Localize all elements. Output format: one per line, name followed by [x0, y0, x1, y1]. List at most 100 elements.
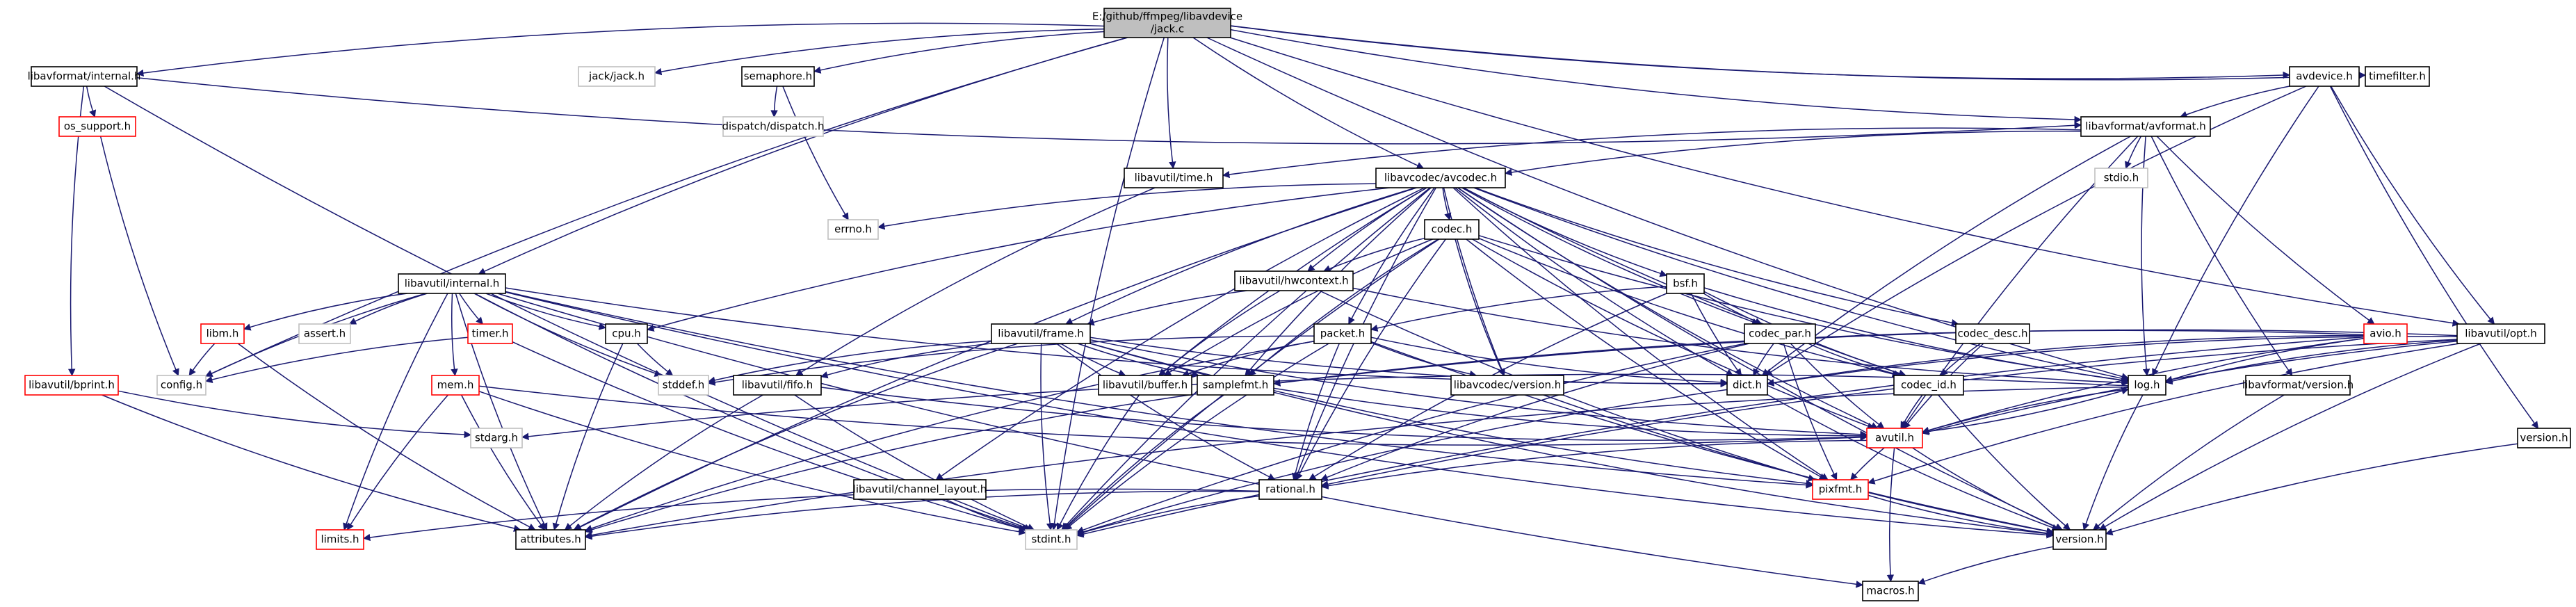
- edge-rational-to-stdint: [1076, 495, 1260, 536]
- node-rational[interactable]: rational.h: [1258, 479, 1322, 500]
- node-codec[interactable]: codec.h: [1424, 219, 1480, 240]
- edge-log-to-avutil: [1921, 388, 2129, 434]
- edge-mem-to-attributes: [460, 394, 546, 531]
- node-label: libavcodec/version.h: [1454, 379, 1562, 391]
- edge-avcodec-to-errno: [877, 183, 1377, 230]
- node-label: cpu.h: [612, 327, 641, 340]
- node-label: libavutil/time.h: [1135, 172, 1213, 184]
- node-label: stdarg.h: [475, 432, 518, 444]
- node-box: [1124, 168, 1224, 188]
- node-lavu-internal[interactable]: libavutil/internal.h: [398, 273, 506, 294]
- node-timefilter[interactable]: timefilter.h: [2365, 66, 2430, 87]
- node-os-support[interactable]: os_support.h: [58, 116, 136, 137]
- edge-root-to-time: [1167, 37, 1176, 170]
- node-log[interactable]: log.h: [2128, 375, 2166, 396]
- edge-avdevice-to-dict: [1765, 86, 2307, 376]
- edge-lavu_internal-to-pixfmt: [505, 291, 1814, 489]
- edge-codec_desc-to-codec_id: [1940, 343, 1982, 376]
- node-version[interactable]: version.h: [2052, 529, 2107, 550]
- edge-avcodec-to-codec_desc: [1475, 187, 1959, 327]
- node-avio[interactable]: avio.h: [2363, 323, 2408, 344]
- node-box: [1866, 428, 1923, 448]
- node-time[interactable]: libavutil/time.h: [1124, 168, 1224, 188]
- node-box: [722, 116, 824, 137]
- edge-samplefmt-to-attributes: [584, 393, 1198, 533]
- node-assert: assert.h: [298, 323, 351, 344]
- node-mem[interactable]: mem.h: [431, 375, 480, 396]
- node-pixfmt[interactable]: pixfmt.h: [1812, 479, 1869, 500]
- node-hwcontext[interactable]: libavutil/hwcontext.h: [1234, 270, 1354, 291]
- node-samplefmt[interactable]: samplefmt.h: [1197, 375, 1274, 396]
- node-fifo[interactable]: libavutil/fifo.h: [733, 375, 822, 396]
- node-bsf[interactable]: bsf.h: [1666, 273, 1705, 294]
- node-macros[interactable]: macros.h: [1862, 581, 1919, 601]
- node-avutil[interactable]: avutil.h: [1866, 428, 1923, 448]
- edge-frame-to-dict: [1089, 337, 1728, 388]
- node-codec-desc[interactable]: codec_desc.h: [1955, 323, 2030, 344]
- node-label: jack/jack.h: [588, 70, 645, 83]
- edge-avutil-to-rational: [1320, 439, 1868, 489]
- edge-avcodec-to-codec: [1442, 187, 1452, 221]
- edge-root-to-avformat: [1230, 29, 2082, 124]
- node-box: [1812, 479, 1869, 500]
- edge-frame-to-samplefmt: [1077, 343, 1200, 378]
- edge-lavu_internal-to-attributes: [455, 293, 548, 531]
- node-root[interactable]: E:/github/ffmpeg/libavdevice/jack.c: [1092, 8, 1242, 38]
- edge-bsf-to-dict: [1690, 293, 1742, 376]
- edge-hwcontext-to-log: [1352, 287, 2130, 387]
- node-attributes[interactable]: attributes.h: [515, 529, 586, 550]
- node-label: version.h: [2055, 533, 2103, 546]
- node-libm[interactable]: libm.h: [200, 323, 245, 344]
- edge-channel_layout-to-stdint: [945, 499, 1027, 532]
- node-lavc-version[interactable]: libavcodec/version.h: [1450, 375, 1564, 396]
- edge-packet-to-stdint: [1064, 343, 1329, 531]
- edge-dev_version-to-version: [2105, 443, 2518, 535]
- node-cpu[interactable]: cpu.h: [605, 323, 648, 344]
- node-limits[interactable]: limits.h: [316, 529, 364, 550]
- node-box: [200, 323, 245, 344]
- node-avcodec[interactable]: libavcodec/avcodec.h: [1375, 168, 1506, 188]
- node-codec-id[interactable]: codec_id.h: [1893, 375, 1964, 396]
- edge-avcodec-to-codec_par: [1461, 187, 1760, 325]
- edge-cpu-to-stddef: [636, 343, 674, 376]
- edge-avdevice-to-log: [2152, 86, 2319, 376]
- edge-codec-to-buffer: [1163, 238, 1433, 376]
- node-dev-version[interactable]: version.h: [2517, 428, 2571, 448]
- edge-packet-to-stddef: [707, 335, 1315, 386]
- edge-fifo-to-stdint: [794, 394, 1035, 531]
- node-packet[interactable]: packet.h: [1313, 323, 1372, 344]
- node-label: libavformat/avformat.h: [2085, 120, 2205, 133]
- node-label: avdevice.h: [2296, 70, 2353, 83]
- node-semaphore[interactable]: semaphore.h: [741, 66, 815, 87]
- edge-semaphore-to-errno: [782, 86, 849, 220]
- node-avdevice[interactable]: avdevice.h: [2289, 66, 2360, 87]
- node-timer[interactable]: timer.h: [467, 323, 513, 344]
- node-label: libavutil/internal.h: [405, 277, 500, 290]
- node-label: timefilter.h: [2369, 70, 2426, 83]
- node-label: E:/github/ffmpeg/libavdevice: [1092, 10, 1242, 23]
- node-channel-layout[interactable]: libavutil/channel_layout.h: [853, 479, 987, 500]
- edge-avutil-to-version: [1912, 447, 2063, 531]
- node-label: libavutil/opt.h: [2465, 327, 2537, 340]
- node-frame[interactable]: libavutil/frame.h: [991, 323, 1091, 344]
- node-opt[interactable]: libavutil/opt.h: [2456, 323, 2545, 344]
- node-label: libavcodec/avcodec.h: [1384, 172, 1497, 184]
- edge-fifo-to-avutil: [820, 387, 1868, 441]
- edge-lavu_internal-to-mem: [451, 293, 458, 377]
- node-jack: jack/jack.h: [578, 66, 656, 87]
- node-box: [578, 66, 656, 87]
- node-lavf-version[interactable]: libavformat/version.h: [2242, 375, 2354, 396]
- node-dict[interactable]: dict.h: [1726, 375, 1768, 396]
- node-box: [2245, 375, 2351, 396]
- edge-lavu_internal-to-limits: [343, 293, 448, 531]
- node-buffer[interactable]: libavutil/buffer.h: [1098, 375, 1192, 396]
- edge-root-to-avdevice: [1230, 25, 2291, 79]
- node-avformat[interactable]: libavformat/avformat.h: [2080, 116, 2211, 137]
- node-lavf-internal[interactable]: libavformat/internal.h: [28, 66, 141, 87]
- node-box: [1025, 529, 1078, 550]
- node-codec-par[interactable]: codec_par.h: [1744, 323, 1816, 344]
- edge-avformat-to-time: [1222, 127, 2082, 179]
- node-bprint[interactable]: libavutil/bprint.h: [24, 375, 119, 396]
- edge-avcodec-to-log: [1473, 187, 2130, 382]
- edge-avcodec-to-stdint: [1061, 187, 1431, 531]
